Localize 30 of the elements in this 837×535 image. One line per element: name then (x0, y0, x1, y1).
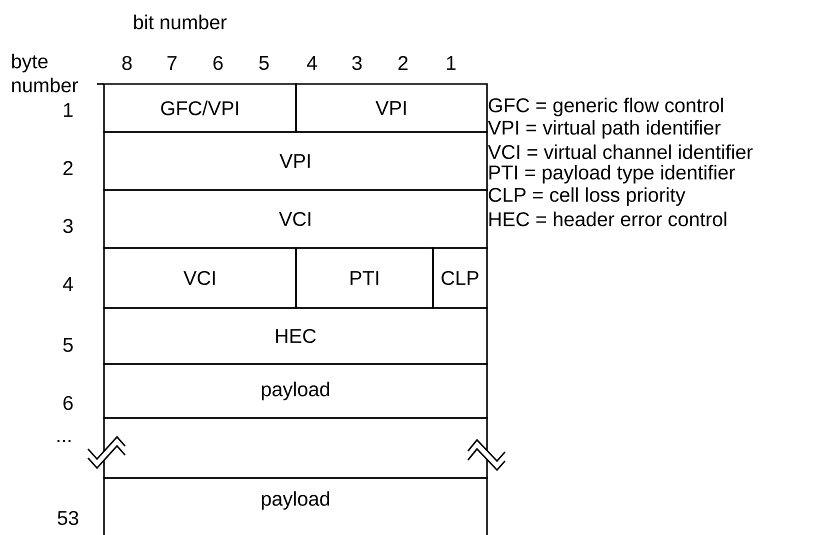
bit-number: 3 (352, 56, 362, 70)
byte-number: 5 (63, 338, 73, 352)
field-cell: GFC/VPI (103, 83, 297, 133)
field-cell: PTI (295, 247, 434, 309)
field-cell: VPI (103, 131, 488, 191)
field-cell: CLP (432, 247, 488, 309)
field-cell: payload (103, 477, 488, 535)
byte-number: 2 (63, 161, 73, 175)
field-cell: VCI (103, 247, 297, 309)
field-cell: HEC (103, 307, 488, 365)
axis-title: byte number (12, 54, 78, 92)
bit-number: 5 (259, 56, 269, 70)
field-cell: payload (103, 363, 488, 419)
field-cell: VCI (103, 189, 488, 249)
byte-number: 3 (63, 218, 73, 234)
byte-number: 53 (58, 510, 78, 526)
abbreviation-text: VCI = virtual channel identifier (488, 144, 753, 160)
abbreviation-text: VPI = virtual path identifier (488, 120, 721, 139)
ellipsis: ... (58, 440, 70, 442)
abbreviation-text: GFC = generic flow control (488, 98, 723, 116)
abbreviation-text: HEC = header error control (489, 212, 726, 226)
abbreviation-text: CLP = cell loss priority (488, 187, 686, 206)
byte-number: 4 (62, 277, 73, 291)
empty-cell (103, 417, 488, 479)
abbreviation-text: PTI = payload type identifier (489, 164, 735, 184)
axis-title: bit number (134, 14, 227, 30)
byte-number: 6 (63, 396, 73, 410)
field-cell: VPI (295, 83, 488, 133)
byte-number: 1 (64, 103, 73, 117)
bit-number: 4 (306, 56, 317, 70)
